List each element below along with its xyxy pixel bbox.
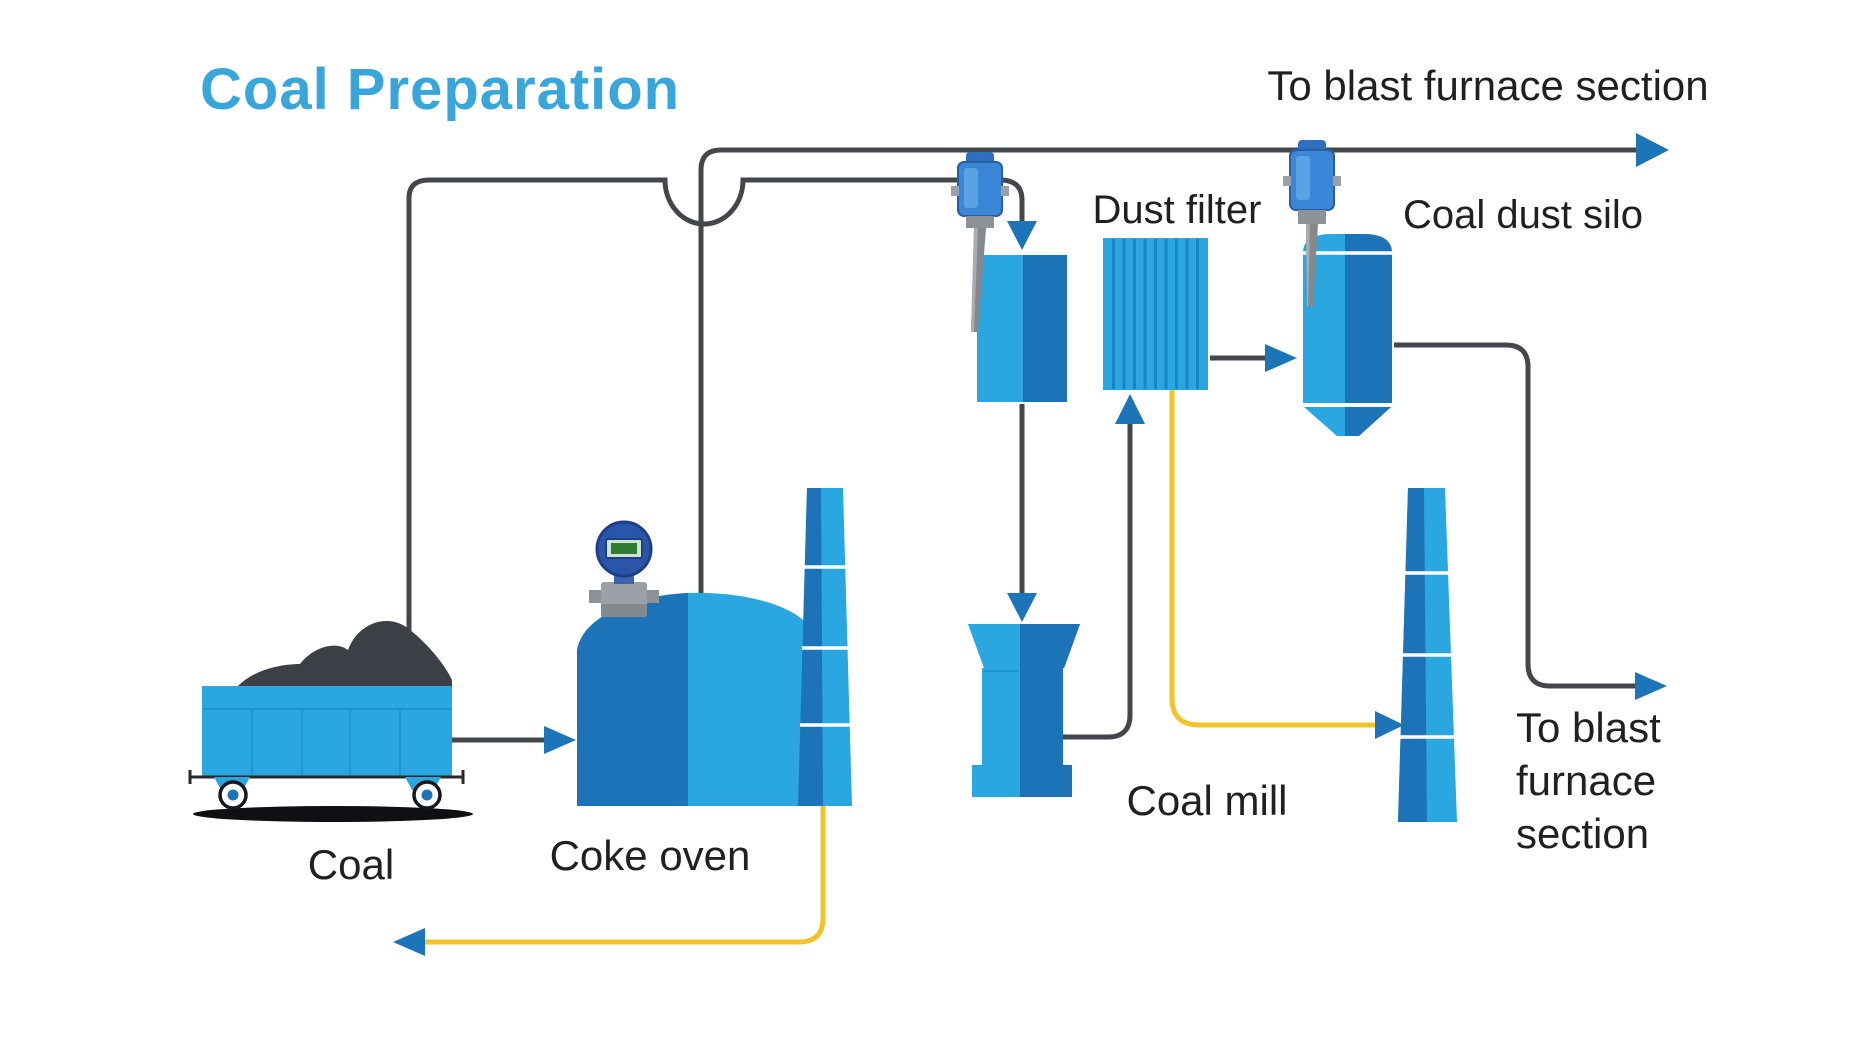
label-dust-filter: Dust filter bbox=[1092, 188, 1262, 232]
flow-arrows bbox=[393, 133, 1669, 956]
sensor-probe-highlight bbox=[971, 228, 978, 332]
label-line: section bbox=[1516, 810, 1650, 857]
arrow-left-icon bbox=[393, 928, 425, 956]
sensor-bolt bbox=[1001, 186, 1009, 196]
silo-body-shaded bbox=[1345, 234, 1392, 403]
transmitter-lug bbox=[589, 590, 601, 603]
pressure-transmitter-icon bbox=[589, 520, 659, 617]
sensor-body-highlight bbox=[964, 168, 978, 208]
pipe-coal-to-coal-tower bbox=[406, 177, 1025, 660]
yellow-lines bbox=[425, 390, 1375, 945]
level-sensor-icon bbox=[1283, 140, 1341, 307]
coal-tower-tank bbox=[977, 255, 1067, 402]
label-coke-oven: Coke oven bbox=[549, 832, 751, 879]
arrow-right-icon bbox=[544, 726, 576, 754]
mill-flare-shaded bbox=[1020, 624, 1080, 668]
sensor-bolt bbox=[951, 186, 959, 196]
mill-base-shaded bbox=[1020, 765, 1072, 797]
wagon-wheel-hub bbox=[421, 789, 433, 801]
label-coal-dust-silo: Coal dust silo bbox=[1402, 193, 1644, 237]
pipe-silo-to-blast-furnace bbox=[1394, 342, 1635, 689]
label-coal-mill: Coal mill bbox=[1126, 777, 1288, 824]
pipes bbox=[406, 147, 1636, 743]
transmitter-base-shade bbox=[601, 604, 647, 617]
coal-mill bbox=[968, 624, 1080, 797]
wagon-shadow bbox=[193, 806, 473, 822]
coal-heap bbox=[237, 620, 452, 687]
transmitter-lug bbox=[647, 590, 659, 603]
coke-oven-dome-shaded bbox=[577, 593, 688, 806]
dust-filter bbox=[1103, 238, 1208, 390]
sensor-flange bbox=[966, 216, 994, 228]
wagon-wheel-hub bbox=[227, 789, 239, 801]
sensor-body-highlight bbox=[1296, 156, 1310, 200]
label-coal: Coal bbox=[307, 841, 395, 888]
sensor-bolt bbox=[1333, 176, 1341, 186]
sensor-bolt bbox=[1283, 176, 1291, 186]
exhaust-chimney bbox=[1398, 488, 1457, 822]
arrow-down-icon bbox=[1007, 593, 1037, 622]
arrow-right-icon bbox=[1636, 133, 1669, 167]
label-to-blast-furnace-bottom: To blast furnace section bbox=[1516, 701, 1661, 860]
sensor-flange bbox=[1298, 210, 1326, 224]
pipe-coke-gas-to-blast-furnace bbox=[698, 147, 1636, 595]
pipe-mill-to-dust-filter bbox=[1063, 424, 1133, 740]
coal-wagon bbox=[188, 620, 473, 822]
yellow-line-coke-oven-recycle bbox=[425, 800, 826, 945]
label-line: To blast bbox=[1516, 704, 1661, 751]
yellow-line-filter-to-chimney bbox=[1169, 390, 1375, 728]
coke-oven bbox=[577, 488, 852, 806]
arrow-down-icon bbox=[1007, 221, 1037, 250]
arrow-up-icon bbox=[1115, 394, 1145, 424]
coal-dust-silo bbox=[1303, 234, 1392, 436]
mill-column-shaded bbox=[1020, 668, 1063, 765]
level-sensor-icon bbox=[951, 152, 1009, 332]
arrow-right-icon bbox=[1375, 711, 1404, 739]
label-line: furnace bbox=[1516, 757, 1657, 804]
label-to-blast-furnace-top: To blast furnace section bbox=[1267, 62, 1709, 109]
page-title: Coal Preparation bbox=[200, 57, 681, 122]
silo-hopper-shaded bbox=[1345, 407, 1391, 436]
transmitter-display-screen bbox=[611, 543, 637, 554]
arrow-right-icon bbox=[1635, 672, 1667, 700]
coal-tower-shaded bbox=[1023, 255, 1067, 402]
sensor-probe-highlight bbox=[1306, 224, 1310, 307]
arrow-right-icon bbox=[1265, 344, 1297, 372]
wagon-body bbox=[202, 686, 452, 776]
